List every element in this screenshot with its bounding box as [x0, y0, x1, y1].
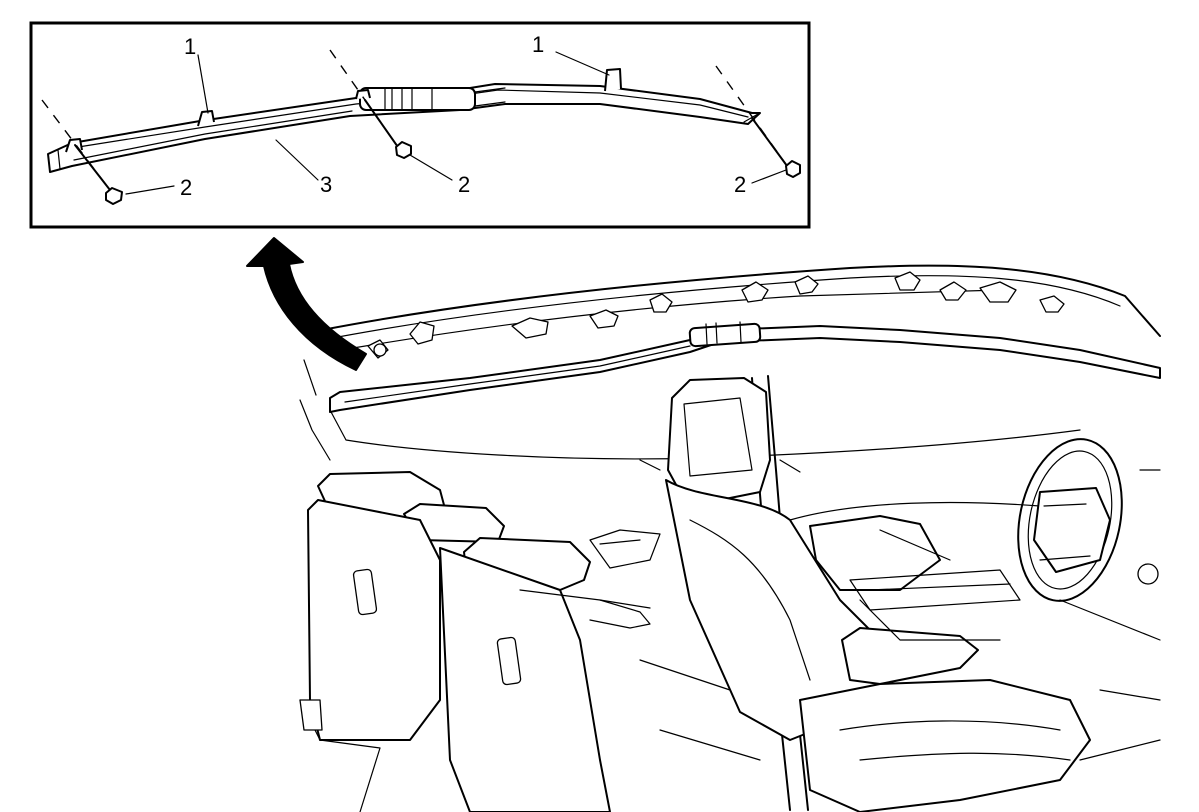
- leader-2-left: [125, 185, 175, 195]
- callout-1-right: 1: [532, 32, 544, 57]
- leader-3: [275, 139, 319, 181]
- callout-1-left: 1: [184, 34, 196, 59]
- callout-3: 3: [320, 172, 332, 197]
- callout-2-right: 2: [734, 172, 746, 197]
- leader-2-right: [751, 169, 787, 184]
- bolt-right: [715, 65, 801, 178]
- front-seat: [665, 377, 1091, 812]
- retainer-clip-right: [604, 68, 622, 92]
- inflator-canister: [359, 87, 476, 111]
- detail-inset: 1 1 2 2 2 3: [29, 21, 811, 229]
- callout-2-center: 2: [458, 172, 470, 197]
- inset-frame: [29, 21, 811, 229]
- callout-2-left: 2: [180, 175, 192, 200]
- bolt-left: [41, 99, 123, 205]
- bolt-center: [329, 49, 412, 159]
- roof-rail-brackets: [367, 271, 1065, 359]
- retainer-clip-left: [197, 110, 215, 127]
- dashboard: [789, 501, 1161, 701]
- curved-arrow-icon: [246, 237, 367, 371]
- leader-1-right: [555, 51, 610, 76]
- steering-wheel: [1017, 438, 1161, 602]
- rear-seat: [299, 471, 651, 812]
- leader-1-left: [197, 54, 209, 114]
- vehicle-interior: [299, 264, 1161, 812]
- installed-airbag: [329, 321, 1161, 413]
- leader-2-center: [409, 154, 453, 181]
